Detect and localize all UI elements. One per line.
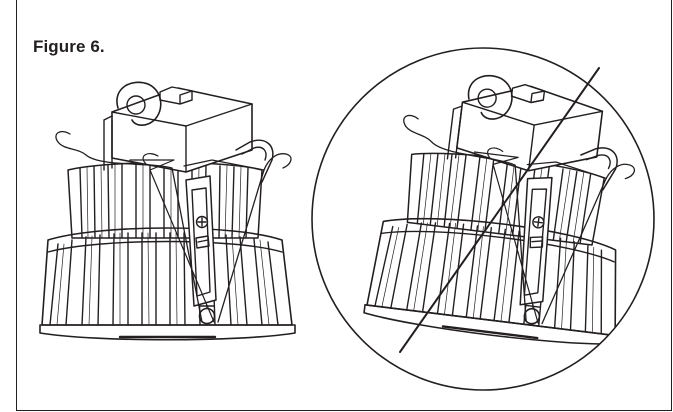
figure-frame: [16, 0, 672, 411]
downlight-correct-installation: [38, 81, 297, 341]
prohibition-circle: [311, 47, 655, 391]
figure-caption: Figure 6.: [33, 37, 105, 56]
downlight-incorrect-installation: [311, 47, 655, 391]
prohibition-slash: [399, 67, 600, 353]
